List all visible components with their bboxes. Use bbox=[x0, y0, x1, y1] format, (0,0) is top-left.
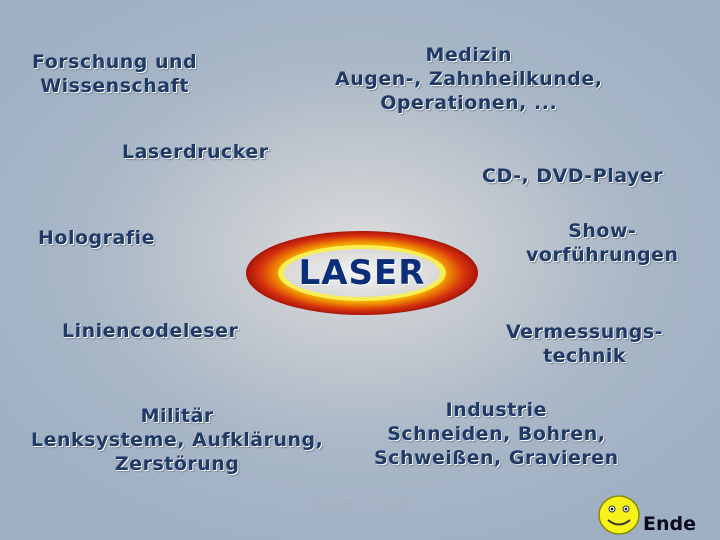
laser-ring: LASER bbox=[244, 229, 480, 317]
label-cd-dvd-player: CD-, DVD-Player bbox=[482, 165, 664, 187]
smiley-face-icon[interactable] bbox=[596, 493, 642, 537]
laser-ring-inner bbox=[284, 249, 440, 297]
label-vermessungstechnik: Vermessungs- technik bbox=[506, 321, 664, 367]
footer-chapter: Kapitel 12 Optik bbox=[312, 495, 411, 511]
laser-title: LASER bbox=[298, 253, 426, 293]
label-industrie: Industrie Schneiden, Bohren, Schweißen, … bbox=[374, 399, 619, 469]
label-showvorfuehrungen: Show- vorführungen bbox=[526, 220, 679, 266]
label-militaer: Militär Lenksysteme, Aufklärung, Zerstör… bbox=[31, 405, 324, 475]
footer-page-number: 62 bbox=[656, 495, 672, 511]
label-laserdrucker: Laserdrucker bbox=[122, 141, 269, 163]
label-liniencodeleser: Liniencodeleser bbox=[62, 320, 239, 342]
laser-ring-graphic bbox=[246, 231, 478, 315]
end-button[interactable]: Ende bbox=[643, 513, 696, 535]
label-holografie: Holografie bbox=[38, 227, 155, 249]
label-medizin: Medizin Augen-, Zahnheilkunde, Operation… bbox=[335, 44, 603, 114]
label-forschung: Forschung und Wissenschaft bbox=[32, 51, 198, 97]
